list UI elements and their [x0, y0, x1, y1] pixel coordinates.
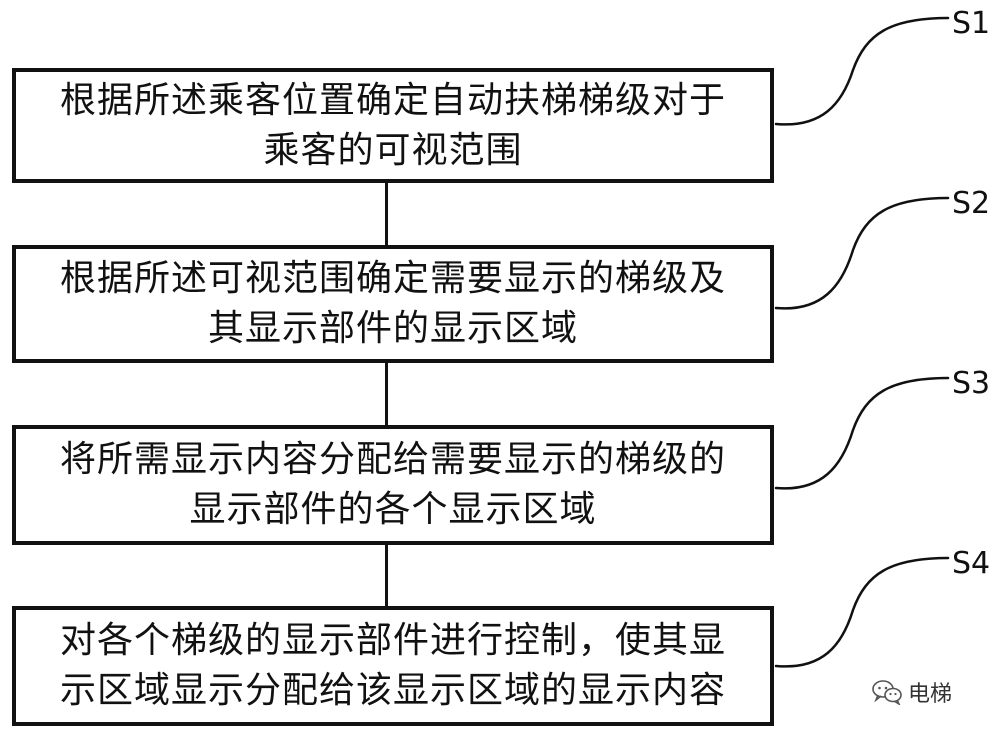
step-box-s2: 根据所述可视范围确定需要显示的梯级及 其显示部件的显示区域 [12, 245, 774, 363]
step-s3-line-1: 将所需显示内容分配给需要显示的梯级的 [59, 439, 726, 480]
step-label-s2: S2 [952, 186, 990, 221]
connector-s1-s2 [385, 183, 388, 245]
step-label-s4: S4 [952, 546, 990, 581]
leader-s3: S3 [774, 366, 990, 490]
leader-s4: S4 [774, 546, 990, 668]
step-s3-line-2: 显示部件的各个显示区域 [189, 489, 597, 530]
step-box-s3: 将所需显示内容分配给需要显示的梯级的 显示部件的各个显示区域 [12, 425, 774, 545]
leader-s2: S2 [774, 186, 990, 310]
leader-s1: S1 [774, 6, 990, 126]
step-label-s3: S3 [952, 366, 990, 401]
step-s2-line-2: 其显示部件的显示区域 [207, 308, 578, 349]
connector-s3-s4 [385, 545, 388, 606]
watermark-text: 电梯 [908, 682, 953, 707]
wechat-icon [872, 680, 902, 705]
step-s2-line-1: 根据所述可视范围确定需要显示的梯级及 [59, 258, 726, 299]
step-s1-line-2: 乘客的可视范围 [263, 129, 523, 171]
step-s4-line-2: 示区域显示分配给该显示区域的显示内容 [59, 670, 726, 711]
step-label-s1: S1 [952, 6, 990, 41]
step-s1-line-1: 根据所述乘客位置确定自动扶梯梯级对于 [59, 79, 726, 121]
step-s4-line-1: 对各个梯级的显示部件进行控制，使其显 [59, 620, 726, 661]
watermark: 电梯 [872, 676, 952, 708]
step-box-s4: 对各个梯级的显示部件进行控制，使其显 示区域显示分配给该显示区域的显示内容 [12, 606, 774, 726]
step-box-s1: 根据所述乘客位置确定自动扶梯梯级对于 乘客的可视范围 [12, 68, 774, 183]
connector-s2-s3 [385, 363, 388, 425]
